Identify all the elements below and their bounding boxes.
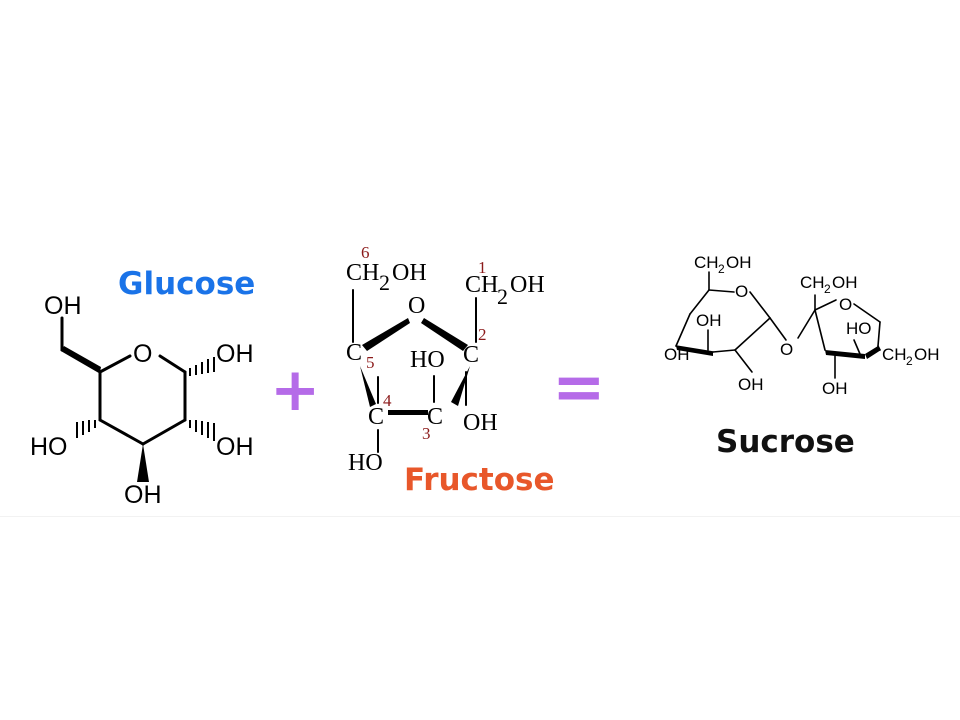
sucrose-fru-ch: CH bbox=[800, 273, 825, 292]
sucrose-fru-oh-top: OH bbox=[832, 273, 858, 292]
sucrose-glc-oh-c2: OH bbox=[738, 375, 764, 394]
fructose-locant-6: 6 bbox=[361, 243, 370, 262]
fructose-c1-ch: CH bbox=[465, 272, 498, 298]
plus-operator: + bbox=[270, 355, 321, 425]
fructose-ring-o: O bbox=[408, 293, 425, 319]
fructose-oh-c3: OH bbox=[463, 410, 498, 436]
fructose-ho-c2: HO bbox=[410, 347, 445, 373]
divider-line bbox=[0, 516, 960, 517]
fructose-locant-4: 4 bbox=[383, 391, 392, 410]
sucrose-glc-sub: 2 bbox=[718, 262, 725, 276]
sucrose-glc-oh-top: OH bbox=[726, 253, 752, 272]
fructose-c6-oh: OH bbox=[392, 260, 427, 286]
sucrose-fru-ring-o: O bbox=[839, 295, 852, 314]
glucose-c3-oh: OH bbox=[124, 481, 162, 509]
sucrose-fru-sub: 2 bbox=[824, 282, 831, 296]
glucose-title: Glucose bbox=[118, 266, 256, 302]
sucrose-fru-ho: HO bbox=[846, 319, 872, 338]
sucrose-fru-oh-bottom: OH bbox=[822, 379, 848, 398]
fructose-c1-oh: OH bbox=[510, 272, 545, 298]
equals-operator: = bbox=[552, 351, 606, 425]
sucrose-glc-ring-o: O bbox=[735, 282, 748, 301]
glucose-ring-o: O bbox=[133, 340, 152, 368]
fructose-locant-3: 3 bbox=[422, 424, 431, 443]
fructose-locant-1: 1 bbox=[478, 258, 487, 277]
fructose-locant-5: 5 bbox=[366, 353, 375, 372]
sucrose-fru-oh-right: OH bbox=[914, 345, 940, 364]
fructose-c2: C bbox=[463, 342, 479, 368]
sucrose-glc-ch: CH bbox=[694, 253, 719, 272]
fructose-c6-sub: 2 bbox=[379, 270, 390, 295]
fructose-ho-c4: HO bbox=[348, 450, 383, 476]
fructose-c5: C bbox=[346, 340, 362, 366]
sucrose-glc-oh-c4b: OH bbox=[664, 345, 690, 364]
fructose-c6-ch: CH bbox=[346, 260, 379, 286]
fructose-c3: C bbox=[427, 404, 443, 430]
fructose-c1-sub: 2 bbox=[497, 284, 508, 309]
sucrose-glc-oh-c4: OH bbox=[696, 311, 722, 330]
glucose-c4-ho: HO bbox=[30, 433, 68, 461]
fructose-c4: C bbox=[368, 404, 384, 430]
fructose-locant-2: 2 bbox=[478, 325, 487, 344]
sucrose-title: Sucrose bbox=[716, 424, 855, 460]
glucose-c1-oh: OH bbox=[216, 340, 254, 368]
glucose-oh-top: OH bbox=[44, 292, 82, 320]
fructose-title: Fructose bbox=[404, 462, 555, 498]
glucose-c2-oh: OH bbox=[216, 433, 254, 461]
sucrose-fru-sub2: 2 bbox=[906, 354, 913, 368]
sucrose-fru-ch2: CH bbox=[882, 345, 907, 364]
sucrose-bridge-o: O bbox=[780, 340, 793, 359]
